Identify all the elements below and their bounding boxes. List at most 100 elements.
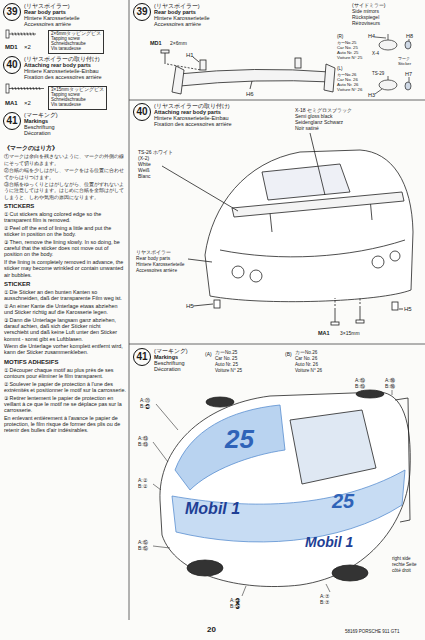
variant-label: (R): [337, 34, 343, 39]
quantity: ×2: [24, 100, 31, 107]
instruction-text: ① Découper chaque motif au plus près de …: [4, 367, 126, 379]
car-number: Auto Nr. 26: [337, 83, 359, 88]
step-header: 40(リヤスポイラーの取り付け)Attaching rear body part…: [133, 103, 232, 127]
instruction-text: ② Peel off the end of lining a little an…: [4, 225, 126, 237]
instruction-text: ③台紙をゆっくりとはがしながら、位置がずれないように注意してはります。はじめに台…: [4, 181, 126, 200]
callout-number: A:⑮: [138, 540, 148, 546]
instruction-text: ①マークは余白を残さないように、マークの外側の線にそって切りぬきます。: [4, 153, 126, 165]
rear-body: [162, 133, 413, 325]
sub-heading: Side mirrors: [352, 9, 379, 15]
car-number: Voiture N° 26: [337, 88, 362, 93]
step-header: 41(マーキング)MarkingsBeschriftungDécoration: [3, 112, 58, 136]
step-heading-group: (リヤスポイラー)Rear body partsHintere Karosser…: [154, 3, 210, 27]
callout-number: A:⑦: [320, 594, 329, 600]
side-note: côté droit: [392, 568, 411, 573]
variant-label: (A): [205, 352, 212, 358]
part-code: MD1: [5, 44, 18, 51]
part-box: 3×15mmタッピングビスTapping screwSchneidschraub…: [48, 86, 107, 110]
paint-code: X-4: [372, 52, 379, 57]
step-heading: Hintere Karosserieteile: [154, 15, 210, 21]
car-number: Car No. 26: [295, 356, 317, 361]
side-note: rechte Seite: [392, 562, 417, 567]
sticker-note: Sticker: [398, 62, 411, 67]
callout-number: B:②: [138, 484, 147, 490]
step-heading: Accessoires arrière: [154, 21, 210, 27]
step-heading: Décoration: [154, 366, 188, 372]
part-note: リヤスポイラー: [136, 250, 171, 255]
paint-note: Noir satiné: [295, 126, 319, 132]
paint-note: X-18 セミグロスブラック: [295, 108, 352, 114]
part-note: Hintere Karosserieteile: [136, 262, 185, 267]
race-number: 25: [332, 490, 354, 512]
step-header: 39(リヤスポイラー)Rear body partsHintere Kaross…: [133, 3, 210, 27]
step-heading: Attaching rear body parts: [154, 109, 232, 115]
side-mirror: [375, 34, 411, 94]
part-name: H5: [186, 303, 194, 310]
instruction-text: ③ Retirer lentement le papier de protect…: [4, 395, 126, 414]
car-number: カーNo.25: [215, 350, 237, 355]
instruction-text: ② Soulever le papier de protection à l'u…: [4, 381, 126, 393]
car-number: Auto Nr. 25: [215, 362, 238, 367]
car-number: Car No. 25: [215, 356, 237, 361]
part-code: MA1: [318, 330, 330, 336]
callout-number: B:㉖: [230, 604, 240, 610]
part-name: H1: [186, 52, 194, 59]
step-heading-group: (マーキング)MarkingsBeschriftungDécoration: [154, 348, 188, 372]
kit-code: 58169 PORSCHE 911 GT1: [345, 630, 399, 635]
step-heading: Markings: [24, 118, 58, 124]
step-header: 39(リヤスポイラー)Rear body partsHintere Kaross…: [3, 3, 80, 27]
divider-lines: [129, 0, 425, 620]
step-heading-group: (リヤスポイラーの取り付け)Attaching rear body partsH…: [24, 56, 102, 80]
step-heading: (リヤスポイラー): [24, 3, 80, 9]
dimension: 2×6mm: [170, 41, 187, 47]
car-body-top-view: [160, 390, 410, 587]
dimension: 3×15mm: [340, 331, 360, 337]
page-number: 20: [207, 626, 216, 635]
car-number: Voiture N° 26: [295, 368, 322, 373]
tapping-screw: [6, 84, 44, 93]
step-heading: Accessoires arrière: [24, 21, 80, 27]
leader-lines: [153, 390, 392, 596]
step-heading: Hintere Karosserieteile: [24, 15, 80, 21]
variant-label: (L): [337, 66, 343, 71]
step-heading: Hintere Karosserieteile-Einbau: [154, 115, 232, 121]
rear-wing: [161, 50, 335, 94]
instruction-column: 《マークのはり方》①マークは余白を残さないように、マークの外側の線にそって切りぬ…: [4, 142, 126, 435]
callout-number: A:②: [138, 478, 147, 484]
part-name: H8: [406, 33, 413, 39]
section-heading: STICKERS: [4, 203, 126, 210]
step-heading: (リヤスポイラーの取り付け): [154, 103, 232, 109]
part-name: H7: [405, 71, 412, 77]
instruction-text: ②台紙の端を少しはがし、マークをはる位置に合わせてからはりつけます。: [4, 167, 126, 179]
callout-number: B:⑦: [320, 600, 329, 606]
step-heading: Hintere Karosserieteile-Einbau: [24, 68, 102, 74]
step-number: 41: [3, 112, 21, 130]
callout-number: B:㉑: [140, 404, 150, 410]
part-note: Vis taraudeuse: [51, 47, 101, 52]
step-heading: Rear body parts: [24, 9, 80, 15]
step-heading: Beschriftung: [154, 360, 188, 366]
quantity: ×2: [24, 44, 31, 51]
car-number: Auto Nr. 26: [295, 362, 318, 367]
callout-number: A:⑬: [138, 436, 148, 442]
step-heading: (リヤスポイラーの取り付け): [24, 56, 102, 62]
car-number: カーNo.26: [337, 73, 356, 78]
car-number: Car No. 25: [337, 46, 358, 51]
paint-note: (X-2): [138, 156, 149, 162]
sub-heading: Rétroviseurs: [352, 21, 380, 27]
section-heading: STICKER: [4, 281, 126, 288]
instruction-text: ③ Then, remove the lining slowly. In so …: [4, 239, 126, 258]
callout-number: A:⑱: [385, 378, 395, 384]
section-heading: 《マークのはり方》: [4, 145, 126, 152]
part-code: MA1: [5, 100, 18, 107]
step-number: 39: [3, 3, 21, 21]
paint-note: Blanc: [138, 174, 151, 180]
step-number: 40: [133, 103, 151, 121]
step-heading: Beschriftung: [24, 124, 58, 130]
step-heading: Attaching rear body parts: [24, 62, 102, 68]
step-header: 40(リヤスポイラーの取り付け)Attaching rear body part…: [3, 56, 102, 80]
sub-heading: (サイドミラー): [352, 3, 385, 9]
part-name: H4: [368, 33, 375, 39]
part-name: H3: [368, 92, 375, 98]
step-heading-group: (リヤスポイラーの取り付け)Attaching rear body partsH…: [154, 103, 232, 127]
